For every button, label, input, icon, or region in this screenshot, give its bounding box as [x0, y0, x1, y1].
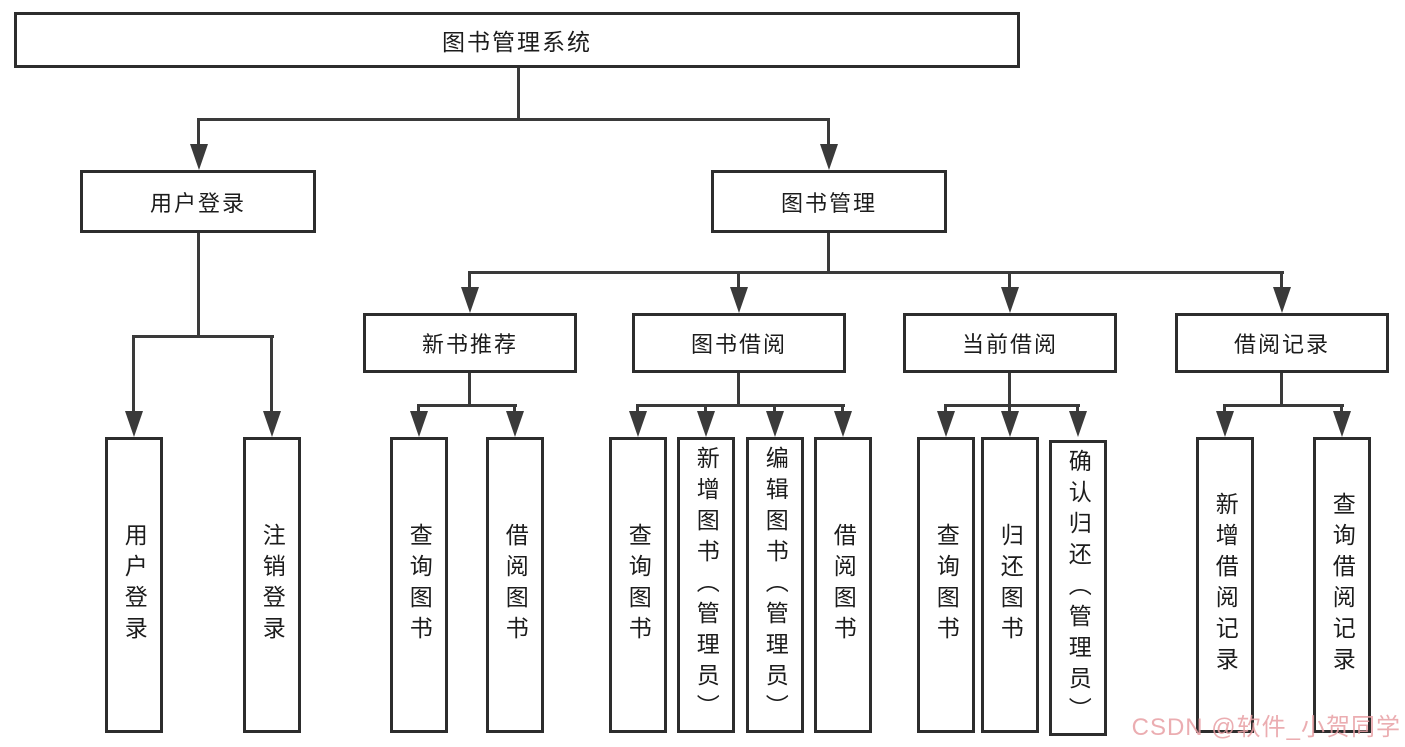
node-root-label: 图书管理系统: [442, 29, 592, 55]
edge-borrow-record-stem: [1280, 372, 1283, 406]
arrow-down-icon: [730, 287, 748, 313]
leaf-logout: 注销登录: [243, 437, 301, 733]
arrow-down-icon: [766, 411, 784, 437]
arrow-down-icon: [506, 411, 524, 437]
arrow-down-icon: [834, 411, 852, 437]
leaf-user-login: 用户登录: [105, 437, 163, 733]
edge-drop-book-borrow: [737, 271, 740, 291]
edge-current-borrow-branch: [944, 404, 1080, 407]
edge-user-login-branch: [132, 335, 274, 338]
edge-new-book-branch: [417, 404, 517, 407]
leaf-query-books-3: 查询图书: [917, 437, 975, 733]
edge-book-borrow-branch: [636, 404, 845, 407]
node-borrow-record: 借阅记录: [1175, 313, 1389, 373]
arrow-down-icon: [697, 411, 715, 437]
arrow-down-icon: [1001, 287, 1019, 313]
leaf-add-books-admin: 新增图书（管理员）: [677, 437, 735, 733]
edge-user-login-stem: [197, 233, 200, 337]
node-root: 图书管理系统: [14, 12, 1020, 68]
leaf-query-books-3-label: 查询图书: [933, 523, 960, 647]
leaf-user-login-label: 用户登录: [121, 523, 148, 647]
arrow-down-icon: [820, 144, 838, 170]
edge-level3-branch: [468, 271, 1284, 274]
leaf-borrow-books-1: 借阅图书: [486, 437, 544, 733]
edge-drop: [1223, 404, 1226, 414]
arrow-down-icon: [410, 411, 428, 437]
edge-drop: [513, 404, 516, 414]
edge-drop: [841, 404, 844, 414]
node-user-login-label: 用户登录: [149, 190, 246, 216]
leaf-query-books-1-label: 查询图书: [406, 523, 433, 647]
node-new-book-recommend: 新书推荐: [363, 313, 577, 373]
edge-drop-current-borrow: [1008, 271, 1011, 291]
leaf-return-books: 归还图书: [981, 437, 1039, 733]
edge-drop: [773, 404, 776, 414]
leaf-logout-label: 注销登录: [259, 523, 286, 647]
arrow-down-icon: [1069, 411, 1087, 437]
leaf-add-borrow-record: 新增借阅记录: [1196, 437, 1254, 733]
node-book-borrow: 图书借阅: [632, 313, 846, 373]
edge-book-mgmt-stem: [827, 233, 830, 273]
leaf-query-borrow-record-label: 查询借阅记录: [1329, 492, 1356, 678]
leaf-confirm-return-admin: 确认归还（管理员）: [1049, 440, 1107, 736]
arrow-down-icon: [629, 411, 647, 437]
edge-drop-login: [132, 335, 135, 413]
arrow-down-icon: [125, 411, 143, 437]
node-borrow-record-label: 借阅记录: [1233, 332, 1330, 357]
node-current-borrow-label: 当前借阅: [961, 332, 1058, 357]
edge-drop: [417, 404, 420, 414]
edge-drop: [1340, 404, 1343, 414]
leaf-query-books-1: 查询图书: [390, 437, 448, 733]
edge-level2-branch: [197, 118, 830, 121]
node-book-borrow-label: 图书借阅: [690, 332, 787, 357]
edge-current-borrow-stem: [1008, 372, 1011, 406]
edge-drop-user-login: [197, 118, 200, 148]
leaf-borrow-books-1-label: 借阅图书: [502, 523, 529, 647]
edge-drop: [1076, 404, 1079, 414]
edge-book-borrow-stem: [737, 372, 740, 406]
leaf-return-books-label: 归还图书: [997, 523, 1024, 647]
edge-drop: [1008, 404, 1011, 414]
node-book-management: 图书管理: [711, 170, 947, 233]
leaf-borrow-books-2: 借阅图书: [814, 437, 872, 733]
edge-drop-new-book: [468, 271, 471, 291]
leaf-query-borrow-record: 查询借阅记录: [1313, 437, 1371, 733]
arrow-down-icon: [1333, 411, 1351, 437]
leaf-confirm-return-admin-label: 确认归还（管理员）: [1065, 448, 1092, 728]
edge-new-book-stem: [468, 372, 471, 406]
arrow-down-icon: [937, 411, 955, 437]
edge-drop: [636, 404, 639, 414]
leaf-edit-books-admin-label: 编辑图书（管理员）: [762, 445, 789, 725]
edge-borrow-record-branch: [1223, 404, 1344, 407]
leaf-query-books-2-label: 查询图书: [625, 523, 652, 647]
leaf-add-books-admin-label: 新增图书（管理员）: [693, 445, 720, 725]
edge-drop-borrow-record: [1280, 271, 1283, 291]
arrow-down-icon: [190, 144, 208, 170]
node-current-borrow: 当前借阅: [903, 313, 1117, 373]
edge-root-stem: [517, 66, 520, 119]
arrow-down-icon: [1001, 411, 1019, 437]
arrow-down-icon: [1216, 411, 1234, 437]
edge-drop: [704, 404, 707, 414]
leaf-add-borrow-record-label: 新增借阅记录: [1212, 492, 1239, 678]
node-book-management-label: 图书管理: [780, 190, 877, 216]
leaf-borrow-books-2-label: 借阅图书: [830, 523, 857, 647]
watermark: CSDN @软件_小贺同学: [1131, 714, 1401, 741]
leaf-query-books-2: 查询图书: [609, 437, 667, 733]
node-user-login: 用户登录: [80, 170, 316, 233]
edge-drop: [944, 404, 947, 414]
arrow-down-icon: [1273, 287, 1291, 313]
leaf-edit-books-admin: 编辑图书（管理员）: [746, 437, 804, 733]
edge-drop-book-mgmt: [827, 118, 830, 148]
arrow-down-icon: [263, 411, 281, 437]
node-new-book-recommend-label: 新书推荐: [421, 332, 518, 357]
edge-drop-logout: [270, 335, 273, 413]
arrow-down-icon: [461, 287, 479, 313]
